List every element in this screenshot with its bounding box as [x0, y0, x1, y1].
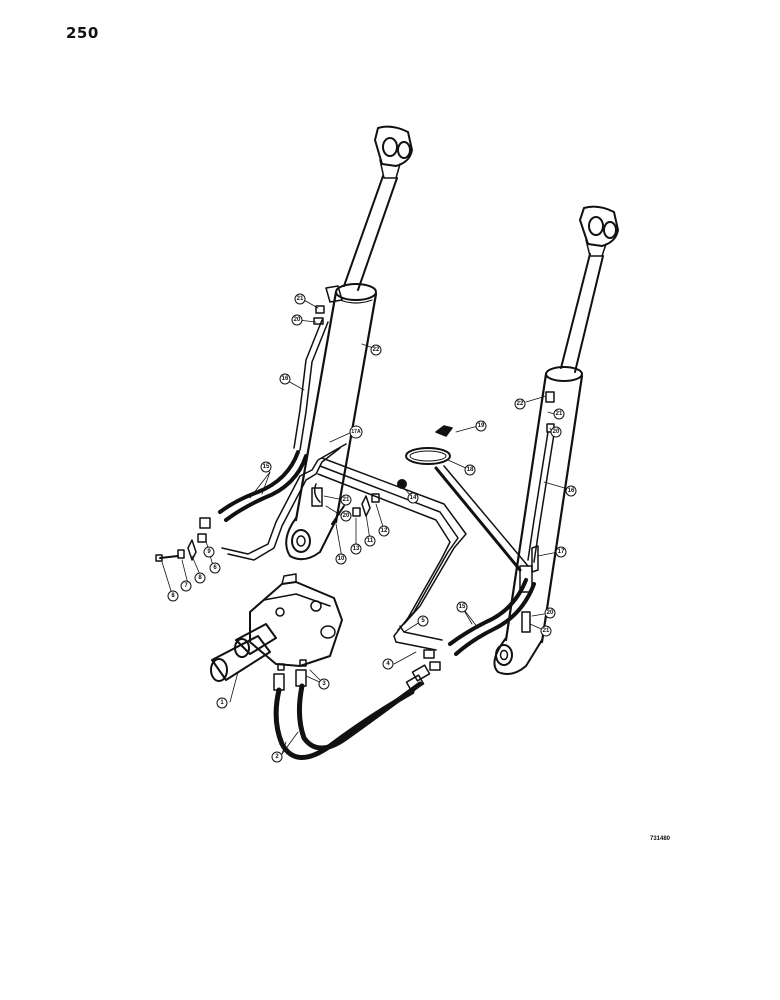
callout-circle-8a: [194, 572, 206, 584]
callout-circle-21c: [553, 408, 565, 420]
page-number: 250: [66, 24, 99, 42]
callout-2: 2: [275, 754, 279, 760]
callout-circle-21a: [294, 293, 306, 305]
callout-22b: 22: [517, 401, 524, 407]
callout-circle-19: [475, 420, 487, 432]
callout-circle-3: [318, 678, 330, 690]
callout-circle-17a: [349, 425, 363, 439]
callout-circle-6: [209, 562, 221, 574]
callout-circle-1: [216, 697, 228, 709]
callout-20c: 20: [553, 429, 560, 435]
callout-circle-21b: [340, 494, 352, 506]
callout-circle-20c: [550, 426, 562, 438]
callout-circle-16b: [565, 485, 577, 497]
callout-circle-8b: [167, 590, 179, 602]
callout-1: 1: [220, 700, 224, 706]
callout-circle-9: [203, 546, 215, 558]
callout-circle-22b: [514, 398, 526, 410]
callout-20a: 20: [294, 317, 301, 323]
callout-21d: 21: [543, 628, 550, 634]
figure-code: 731480: [650, 836, 671, 842]
callout-21b: 21: [343, 497, 350, 503]
callout-3: 3: [322, 681, 326, 687]
callout-6: 6: [213, 565, 217, 571]
callout-7: 7: [184, 583, 188, 589]
callout-circle-7: [180, 580, 192, 592]
callout-circle-13: [350, 543, 362, 555]
callout-12: 12: [381, 528, 388, 534]
callout-5: 5: [421, 618, 425, 624]
callout-circle-2: [271, 751, 283, 763]
callout-9: 9: [207, 549, 211, 555]
callout-19: 19: [478, 423, 485, 429]
callout-8a: 8: [198, 575, 202, 581]
callout-14: 14: [410, 495, 417, 501]
callout-15b: 15: [459, 604, 466, 610]
left-lift-cylinder: [285, 125, 413, 561]
callout-circle-15b: [456, 601, 468, 613]
left-hoses-15: [218, 450, 323, 522]
supply-hoses: [273, 649, 441, 760]
callout-21a: 21: [297, 296, 304, 302]
callout-circle-21d: [540, 625, 552, 637]
callout-10: 10: [338, 556, 345, 562]
callout-16b: 16: [568, 488, 575, 494]
callout-circle-16a: [279, 373, 291, 385]
callout-17: 17: [558, 549, 565, 555]
callout-20b: 20: [343, 513, 350, 519]
right-hoses-15: [448, 565, 536, 656]
callout-20d: 20: [547, 610, 554, 616]
callout-21c: 21: [556, 411, 563, 417]
control-valve: [210, 573, 343, 682]
callout-22a: 22: [373, 347, 380, 353]
callout-circle-18: [464, 464, 476, 476]
leader-lines: [161, 298, 569, 755]
callout-4: 4: [386, 661, 390, 667]
tube-assembly-17a: [221, 443, 467, 651]
callout-circle-12: [378, 525, 390, 537]
callout-circle-5: [417, 615, 429, 627]
callout-circle-20a: [291, 314, 303, 326]
callout-16a: 16: [282, 376, 289, 382]
callout-17a: 17A: [351, 429, 361, 435]
callout-18: 18: [467, 467, 474, 473]
callout-circle-20d: [544, 607, 556, 619]
callout-circle-15a: [260, 461, 272, 473]
callout-circle-20b: [340, 510, 352, 522]
callout-13: 13: [353, 546, 360, 552]
callout-15a: 15: [263, 464, 270, 470]
fitting-parts: [155, 479, 407, 562]
callout-11: 11: [367, 538, 374, 544]
callout-circle-14: [407, 492, 419, 504]
callout-8b: 8: [171, 593, 175, 599]
hose-clamp-assembly: [405, 425, 529, 572]
callout-circle-10: [335, 553, 347, 565]
callout-circle-11: [364, 535, 376, 547]
callout-circle-4: [382, 658, 394, 670]
right-lift-cylinder: [493, 205, 619, 675]
callout-circle-22a: [370, 344, 382, 356]
callout-circle-17: [555, 546, 567, 558]
